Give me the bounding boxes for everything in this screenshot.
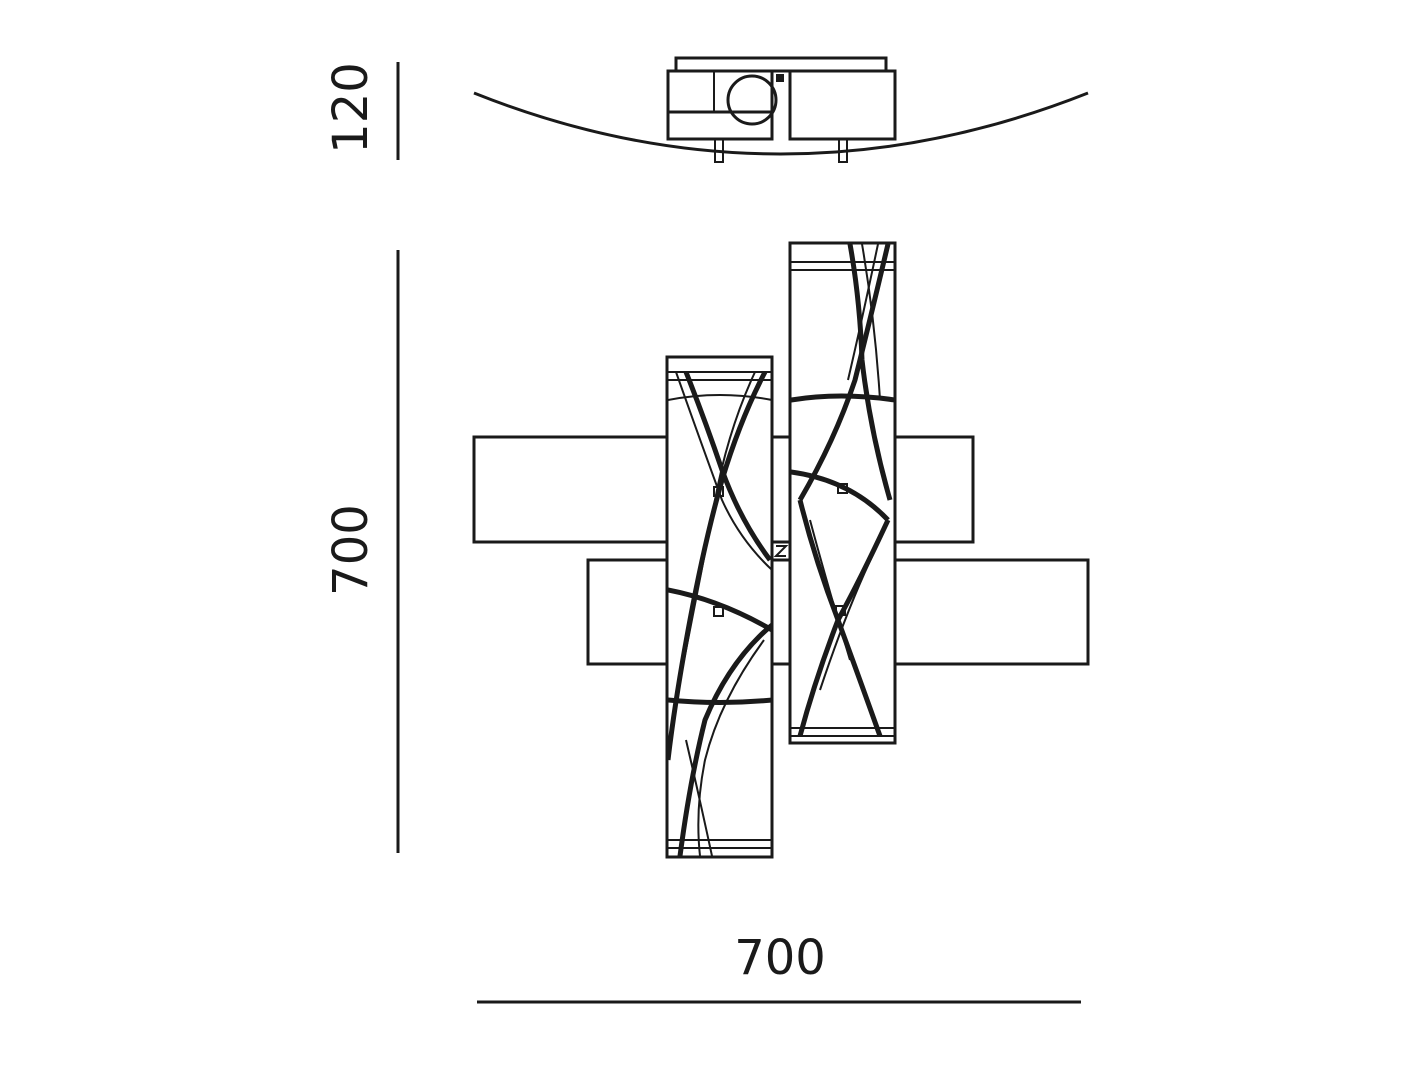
side-small-block (776, 74, 784, 82)
side-top-plate (674, 56, 888, 73)
side-socket-circle (726, 74, 778, 126)
side-view: 120 (323, 56, 1089, 163)
side-pin-left (714, 138, 724, 163)
panel-vertical-right (788, 241, 897, 745)
side-right-housing (788, 69, 897, 141)
side-curved-diffuser (473, 91, 1089, 156)
dim-label-700-horizontal: 700 (734, 930, 826, 986)
front-view: 700 700 (323, 241, 1090, 1004)
side-left-housing (666, 69, 774, 141)
dim-label-700-vertical: 700 (323, 504, 379, 596)
central-connector-mark (773, 545, 789, 557)
side-pin-right (838, 138, 848, 163)
panel-vertical-left (665, 355, 774, 859)
central-connector (771, 541, 791, 561)
dim-label-120: 120 (323, 62, 379, 154)
